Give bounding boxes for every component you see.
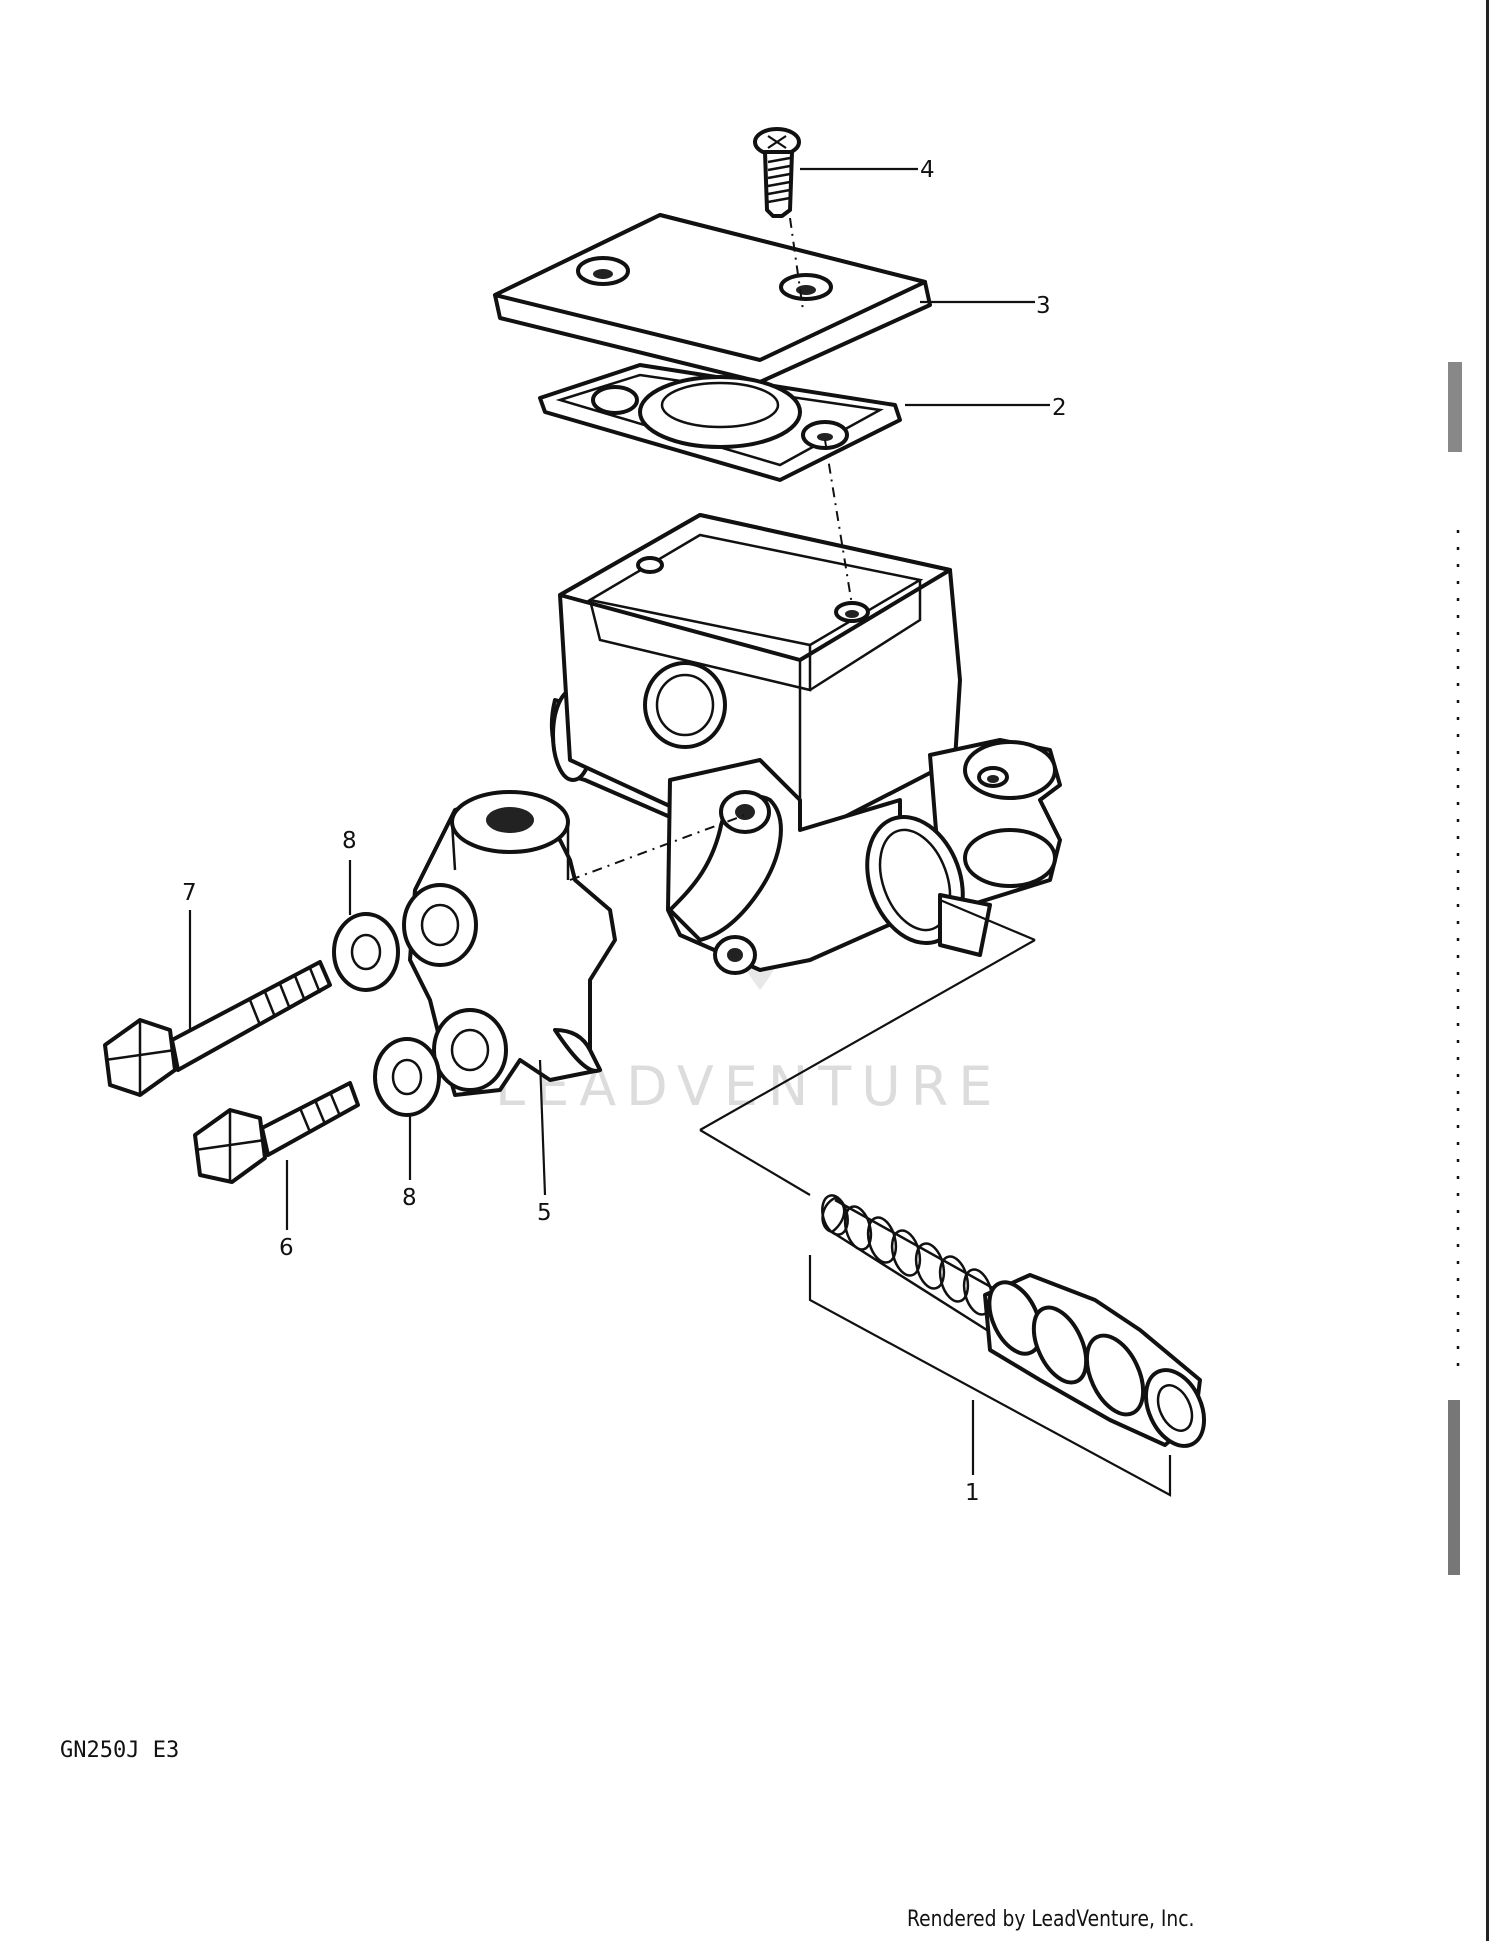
callout-1: 1 <box>965 1480 980 1506</box>
callout-4: 4 <box>920 157 935 183</box>
callout-labels: 4 3 2 7 8 8 5 6 1 <box>182 157 1067 1506</box>
callout-8-upper: 8 <box>342 828 357 854</box>
part-6-short-bolt[interactable] <box>193 1081 360 1184</box>
scan-artifacts <box>1448 362 1462 1575</box>
scan-edge-line <box>1486 0 1489 1941</box>
spring <box>821 1194 994 1316</box>
callout-3: 3 <box>1036 293 1051 319</box>
assembly-lines <box>569 217 853 881</box>
leader-lines <box>188 167 1172 1497</box>
part-4-screw[interactable] <box>753 127 801 218</box>
part-7-long-bolt[interactable] <box>103 960 332 1097</box>
part-3-reservoir-cap[interactable] <box>493 213 932 384</box>
part-8-washer-upper[interactable] <box>332 912 400 992</box>
part-5-clamp[interactable] <box>402 790 617 1097</box>
callout-5: 5 <box>537 1200 552 1226</box>
callout-7: 7 <box>182 880 197 906</box>
footer-credit: Rendered by LeadVenture, Inc. <box>907 1907 1195 1932</box>
part-2-diaphragm[interactable] <box>538 363 902 482</box>
callout-6: 6 <box>279 1235 294 1261</box>
master-cylinder-body[interactable] <box>549 513 1062 975</box>
model-code: GN250J E3 <box>60 1738 180 1763</box>
callout-2: 2 <box>1052 395 1067 421</box>
part-8-washer-lower[interactable] <box>373 1037 441 1117</box>
part-1-piston-kit[interactable] <box>818 1193 1215 1456</box>
callout-8-lower: 8 <box>402 1185 417 1211</box>
